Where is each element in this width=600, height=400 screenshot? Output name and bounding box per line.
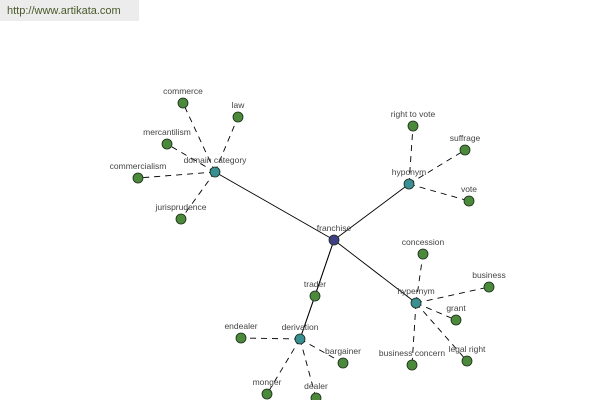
node-vote[interactable]: vote bbox=[461, 184, 477, 207]
node-label: business bbox=[472, 270, 506, 280]
node-label: business concern bbox=[379, 348, 445, 358]
node-label: jurisprudence bbox=[154, 202, 206, 212]
node-legalright[interactable]: legal right bbox=[449, 344, 486, 367]
leaf-node-circle[interactable] bbox=[450, 314, 462, 326]
node-law[interactable]: law bbox=[232, 100, 246, 123]
edge-domain-law bbox=[214, 116, 239, 173]
node-label: law bbox=[232, 100, 246, 110]
node-label: concession bbox=[402, 237, 445, 247]
node-label: derivation bbox=[282, 322, 319, 332]
node-label: endealer bbox=[224, 321, 257, 331]
node-label: hyponym bbox=[392, 167, 427, 177]
node-monger[interactable]: monger bbox=[253, 377, 282, 400]
node-bargainer[interactable]: bargainer bbox=[325, 346, 361, 369]
leaf-node-circle[interactable] bbox=[463, 195, 475, 207]
leaf-node-circle[interactable] bbox=[461, 355, 473, 367]
node-label: mercantilism bbox=[143, 127, 191, 137]
node-derivation[interactable]: derivation bbox=[282, 322, 319, 345]
node-domain[interactable]: domain category bbox=[184, 155, 248, 178]
node-label: hypernym bbox=[397, 286, 434, 296]
leaf-node-circle[interactable] bbox=[177, 97, 189, 109]
node-label: right to vote bbox=[391, 109, 436, 119]
node-grant[interactable]: grant bbox=[446, 303, 466, 326]
leaf-node-circle[interactable] bbox=[261, 388, 273, 400]
edge-franchise-domain bbox=[214, 171, 335, 241]
node-label: trader bbox=[304, 279, 326, 289]
root-node-circle[interactable] bbox=[328, 234, 340, 246]
node-label: monger bbox=[253, 377, 282, 387]
node-businessconcern[interactable]: business concern bbox=[379, 348, 445, 371]
edge-hyponym-righttovote bbox=[408, 125, 414, 185]
edge-hypernym-concession bbox=[415, 253, 424, 304]
leaf-node-circle[interactable] bbox=[310, 392, 322, 400]
node-label: dealer bbox=[304, 381, 328, 391]
edge-domain-commerce bbox=[182, 102, 216, 173]
node-dealer[interactable]: dealer bbox=[304, 381, 328, 400]
node-hyponym[interactable]: hyponym bbox=[392, 167, 427, 190]
leaf-node-circle[interactable] bbox=[132, 172, 144, 184]
leaf-node-circle[interactable] bbox=[309, 290, 321, 302]
node-mercantilism[interactable]: mercantilism bbox=[143, 127, 191, 150]
node-label: grant bbox=[446, 303, 466, 313]
edge-derivation-endealer bbox=[240, 337, 301, 340]
leaf-node-circle[interactable] bbox=[232, 111, 244, 123]
node-business[interactable]: business bbox=[472, 270, 506, 293]
leaf-node-circle[interactable] bbox=[235, 332, 247, 344]
node-franchise[interactable]: franchise bbox=[317, 223, 352, 246]
node-label: bargainer bbox=[325, 346, 361, 356]
node-commercialism[interactable]: commercialism bbox=[110, 161, 167, 184]
watermark-url[interactable]: http://www.artikata.com bbox=[0, 0, 139, 21]
leaf-node-circle[interactable] bbox=[483, 281, 495, 293]
node-jurisprudence[interactable]: jurisprudence bbox=[154, 202, 207, 225]
node-label: legal right bbox=[449, 344, 486, 354]
node-righttovote[interactable]: right to vote bbox=[391, 109, 436, 132]
leaf-node-circle[interactable] bbox=[406, 359, 418, 371]
edge-domain-mercantilism bbox=[166, 143, 216, 173]
leaf-node-circle[interactable] bbox=[161, 138, 173, 150]
node-hypernym[interactable]: hypernym bbox=[397, 286, 435, 309]
edge-domain-jurisprudence bbox=[180, 171, 216, 220]
edge-derivation-bargainer bbox=[299, 338, 344, 364]
edge-domain-commercialism bbox=[137, 171, 216, 179]
node-endealer[interactable]: endealer bbox=[224, 321, 258, 344]
relation-node-circle[interactable] bbox=[294, 333, 306, 345]
node-label: commerce bbox=[163, 86, 203, 96]
node-label: domain category bbox=[184, 155, 248, 165]
edge-franchise-hypernym bbox=[333, 239, 417, 304]
node-label: commercialism bbox=[110, 161, 167, 171]
node-label: franchise bbox=[317, 223, 352, 233]
node-commerce[interactable]: commerce bbox=[163, 86, 203, 109]
edge-franchise-trader bbox=[314, 239, 335, 297]
node-label: suffrage bbox=[450, 133, 481, 143]
leaf-node-circle[interactable] bbox=[459, 144, 471, 156]
node-trader[interactable]: trader bbox=[304, 279, 326, 302]
leaf-node-circle[interactable] bbox=[337, 357, 349, 369]
edge-hypernym-legalright bbox=[415, 302, 468, 362]
node-suffrage[interactable]: suffrage bbox=[450, 133, 481, 156]
edge-hypernym-grant bbox=[415, 302, 457, 321]
edge-franchise-hyponym bbox=[333, 183, 410, 241]
edge-hypernym-business bbox=[415, 286, 490, 304]
node-concession[interactable]: concession bbox=[402, 237, 445, 260]
edge-trader-derivation bbox=[299, 295, 316, 340]
leaf-node-circle[interactable] bbox=[407, 120, 419, 132]
relation-node-circle[interactable] bbox=[403, 178, 415, 190]
node-label: vote bbox=[461, 184, 477, 194]
relation-node-circle[interactable] bbox=[209, 166, 221, 178]
leaf-node-circle[interactable] bbox=[175, 213, 187, 225]
leaf-node-circle[interactable] bbox=[417, 248, 429, 260]
relation-node-circle[interactable] bbox=[410, 297, 422, 309]
